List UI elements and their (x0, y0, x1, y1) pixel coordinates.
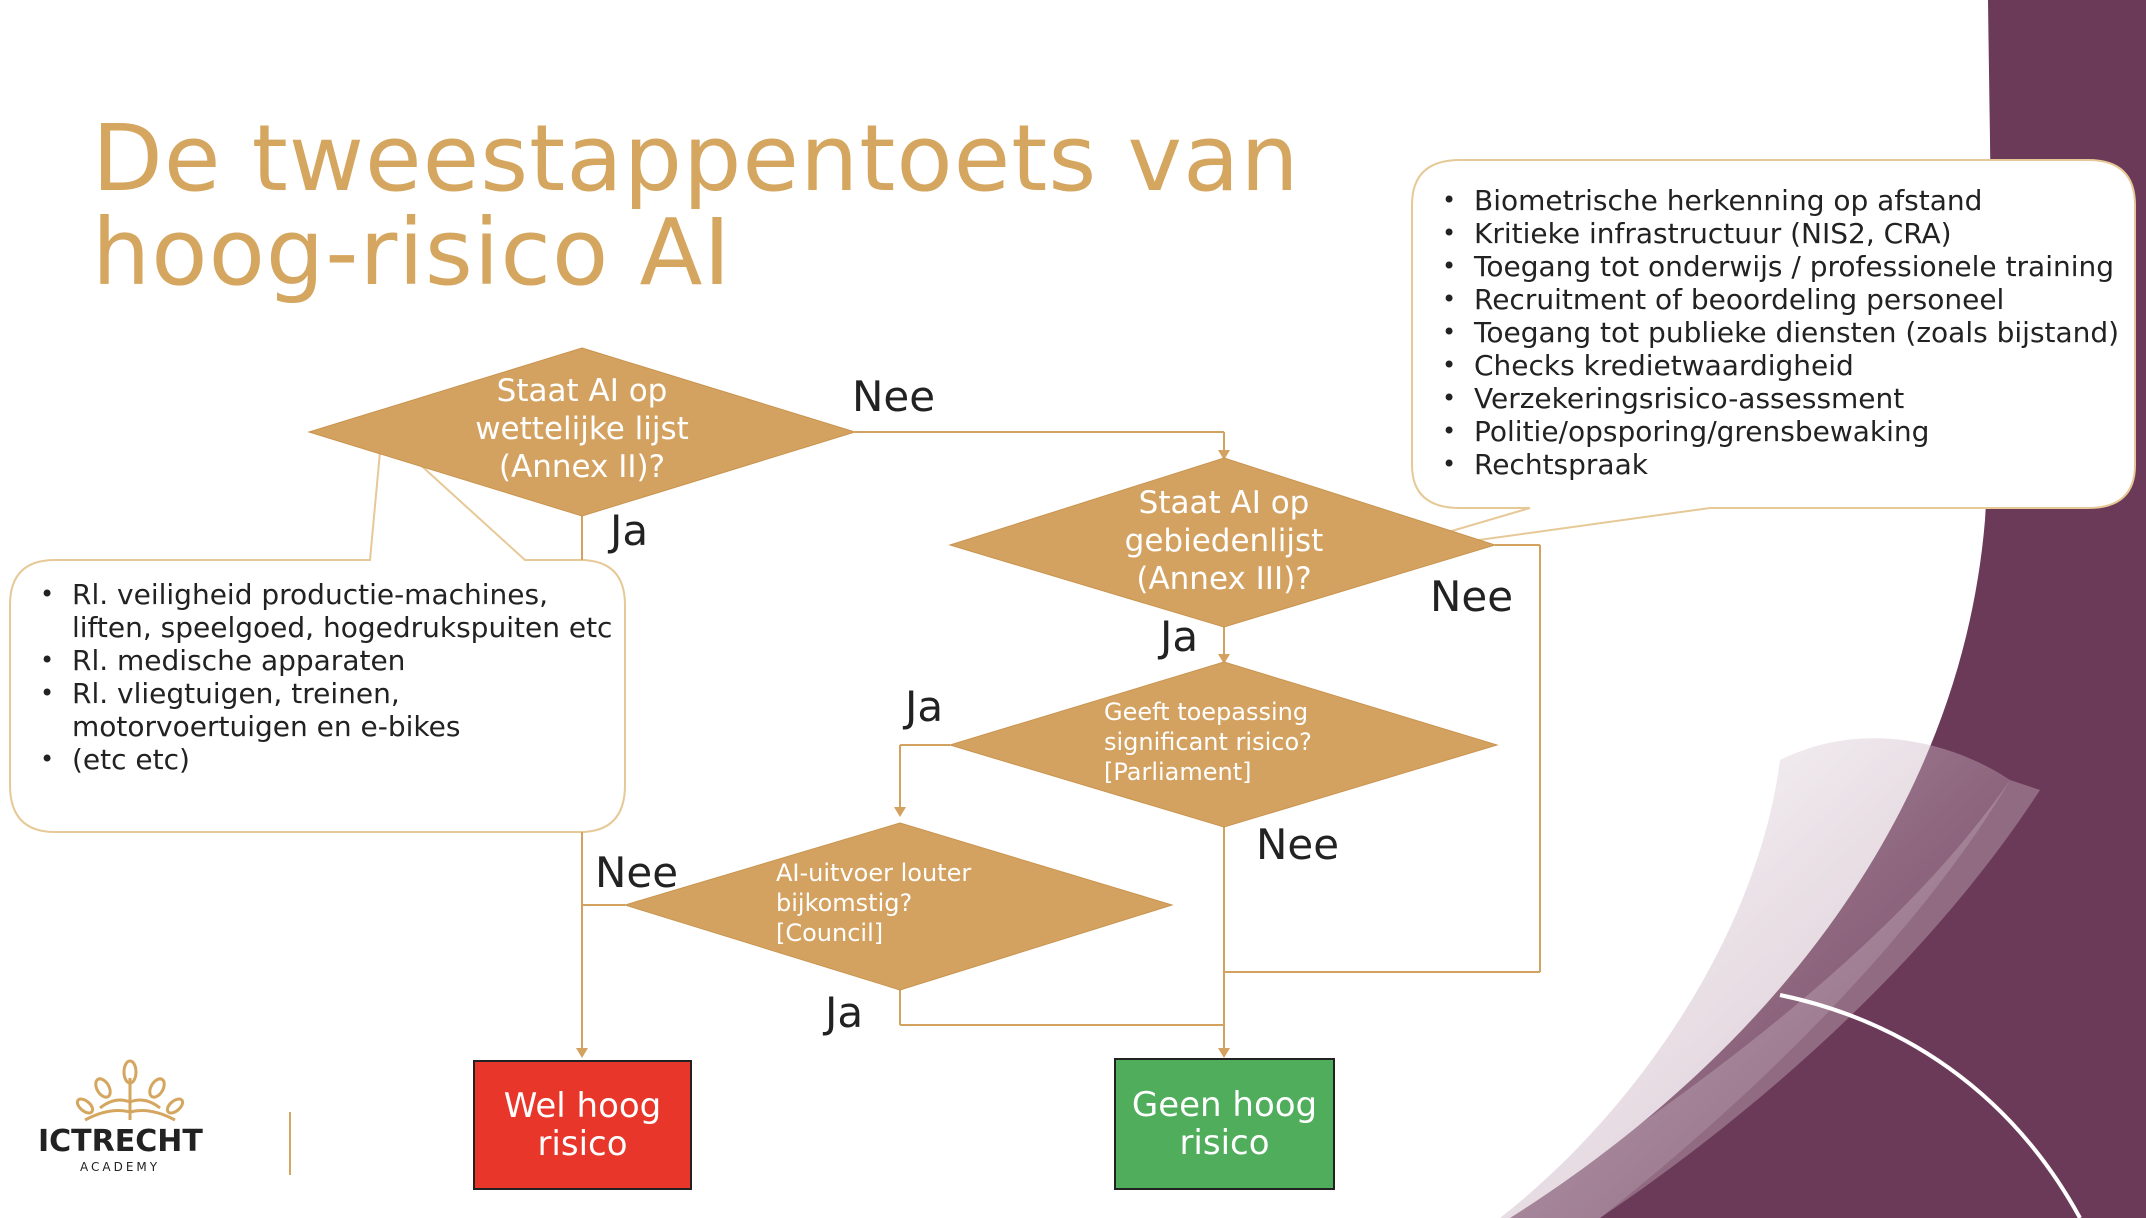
node-line: significant risico? (1104, 728, 1312, 756)
node-line: [Parliament] (1104, 758, 1252, 786)
node-line: (Annex III)? (1136, 561, 1312, 597)
callout-item: Politie/opsporing/grensbewaking (1442, 415, 2130, 448)
title-line-2: hoog-risico AI (92, 199, 732, 306)
edge-label-annex3-ja: Ja (1160, 612, 1199, 661)
callout-item: Toegang tot onderwijs / professionele tr… (1442, 250, 2130, 283)
edge-label-ancillary-ja: Ja (825, 988, 864, 1037)
edge-label-significant-ja: Ja (905, 682, 944, 731)
callout-item: Rl. vliegtuigen, treinen, motorvoertuige… (40, 677, 618, 743)
decision-significant-text: Geeft toepassing significant risico? [Pa… (1104, 697, 1364, 787)
edge-label-annex2-ja: Ja (610, 506, 649, 555)
node-line: bijkomstig? (776, 889, 913, 917)
arrowhead (894, 807, 906, 817)
callout-item: Recruitment of beoordeling personeel (1442, 283, 2130, 316)
arrowhead (1218, 1048, 1230, 1058)
arrowhead (1218, 450, 1230, 460)
callout-item: Kritieke infrastructuur (NIS2, CRA) (1442, 217, 2130, 250)
edge-label-annex3-nee: Nee (1430, 572, 1514, 621)
tree-logo-icon (75, 1059, 185, 1122)
node-line: gebiedenlijst (1124, 523, 1324, 559)
callout-item: Rl. medische apparaten (40, 644, 618, 677)
decision-ancillary (623, 822, 1174, 991)
node-line: (Annex II)? (498, 449, 666, 485)
arrowhead (1218, 654, 1230, 664)
callout-item: (etc etc) (40, 743, 618, 776)
light-wave-1 (1500, 780, 2040, 1218)
outcome-not-high-label: Geen hoog risico (1131, 1085, 1318, 1163)
purple-band (1510, 0, 2146, 1218)
decision-annex2 (307, 347, 857, 517)
decision-ancillary-text: AI-uitvoer louter bijkomstig? [Council] (776, 858, 1036, 948)
white-arc (1779, 993, 2082, 1218)
decision-annex3-text: Staat AI op gebiedenlijst (Annex III)? (1074, 484, 1374, 598)
logo-name: ICTRECHT (38, 1124, 203, 1159)
light-wave-2 (1500, 738, 2010, 1218)
page-title: De tweestappentoets van hoog-risico AI (92, 112, 1300, 300)
decision-annex3 (948, 457, 1497, 628)
callout-item: Verzekeringsrisico-assessment (1442, 382, 2130, 415)
callout-item: Checks kredietwaardigheid (1442, 349, 2130, 382)
callout-item: Biometrische herkenning op afstand (1442, 184, 2130, 217)
node-line: Staat AI op (1138, 485, 1310, 521)
callout-item: Toegang tot publieke diensten (zoals bij… (1442, 316, 2130, 349)
decision-significant (948, 661, 1499, 828)
callout-item: Rechtspraak (1442, 448, 2130, 481)
edge-label-significant-nee: Nee (1256, 820, 1340, 869)
callout-item: Rl. veiligheid productie-machines, lifte… (40, 578, 618, 644)
outcome-high-risk: Wel hoog risico (473, 1060, 692, 1190)
arrowhead (576, 1048, 588, 1058)
node-line: Geeft toepassing (1104, 698, 1309, 726)
callout-annex3-list: Biometrische herkenning op afstandKritie… (1440, 184, 2130, 481)
node-line: wettelijke lijst (475, 411, 689, 447)
callout-annex2-list: Rl. veiligheid productie-machines, lifte… (38, 578, 618, 776)
decision-annex2-text: Staat AI op wettelijke lijst (Annex II)? (432, 372, 732, 486)
outcome-not-high-risk: Geen hoog risico (1114, 1058, 1335, 1190)
node-line: [Council] (776, 919, 884, 947)
edge-label-ancillary-nee: Nee (595, 848, 679, 897)
node-line: AI-uitvoer louter (776, 859, 972, 887)
outcome-high-label: Wel hoog risico (503, 1086, 662, 1164)
logo-sub: ACADEMY (80, 1160, 161, 1174)
edge-label-annex2-nee: Nee (852, 372, 936, 421)
title-line-1: De tweestappentoets van (92, 105, 1300, 212)
node-line: Staat AI op (496, 373, 668, 409)
